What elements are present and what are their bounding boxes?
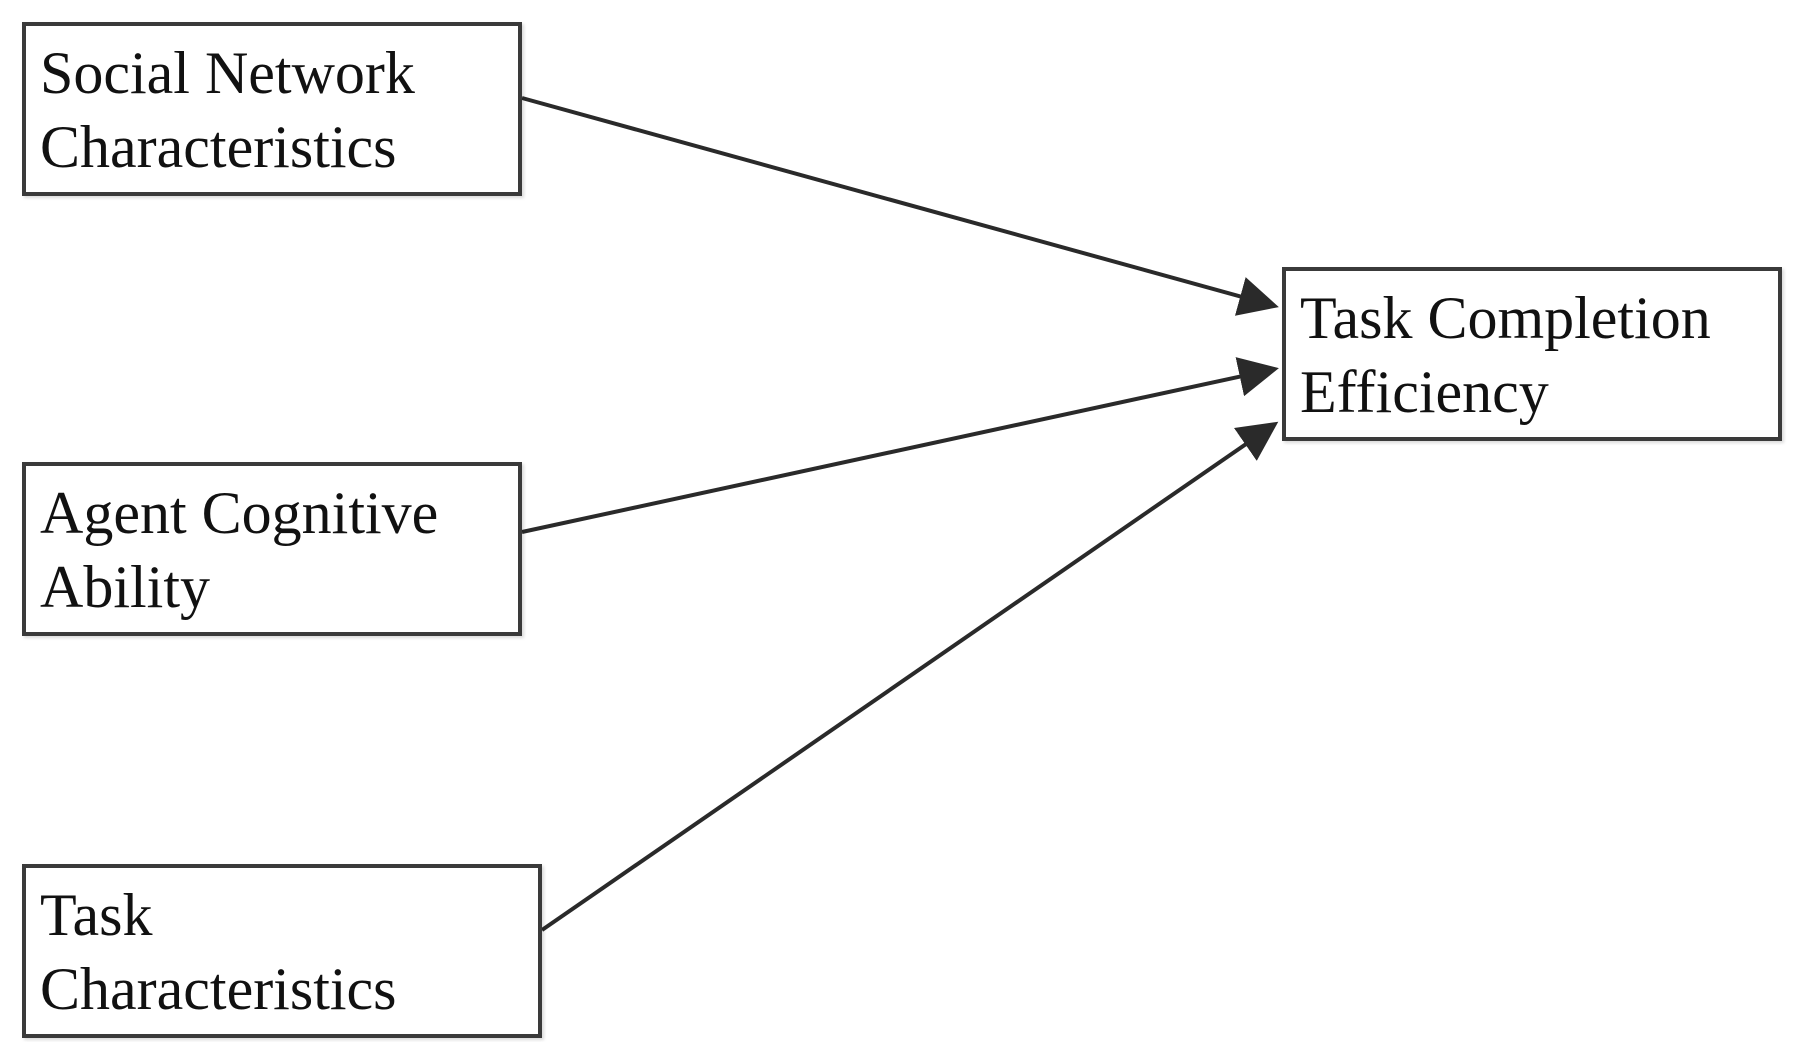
node-label-line1: Social Network (40, 40, 415, 106)
node-label-line2: Characteristics (40, 114, 397, 180)
node-task-characteristics: Task Characteristics (22, 864, 542, 1038)
node-label-line2: Efficiency (1300, 359, 1549, 425)
edge-social-to-outcome (521, 96, 1279, 316)
node-social-network-characteristics: Social Network Characteristics (22, 22, 522, 196)
edge-task-to-outcome (540, 421, 1279, 932)
node-agent-cognitive-ability: Agent Cognitive Ability (22, 462, 522, 636)
node-task-completion-efficiency: Task Completion Efficiency (1282, 267, 1782, 441)
node-label-line2: Characteristics (40, 956, 397, 1022)
node-label-line1: Task Completion (1300, 285, 1711, 351)
node-label-line1: Agent Cognitive (40, 480, 439, 546)
node-label-line2: Ability (40, 554, 211, 620)
edge-agent-to-outcome (521, 357, 1279, 534)
node-label-line1: Task (40, 882, 153, 948)
